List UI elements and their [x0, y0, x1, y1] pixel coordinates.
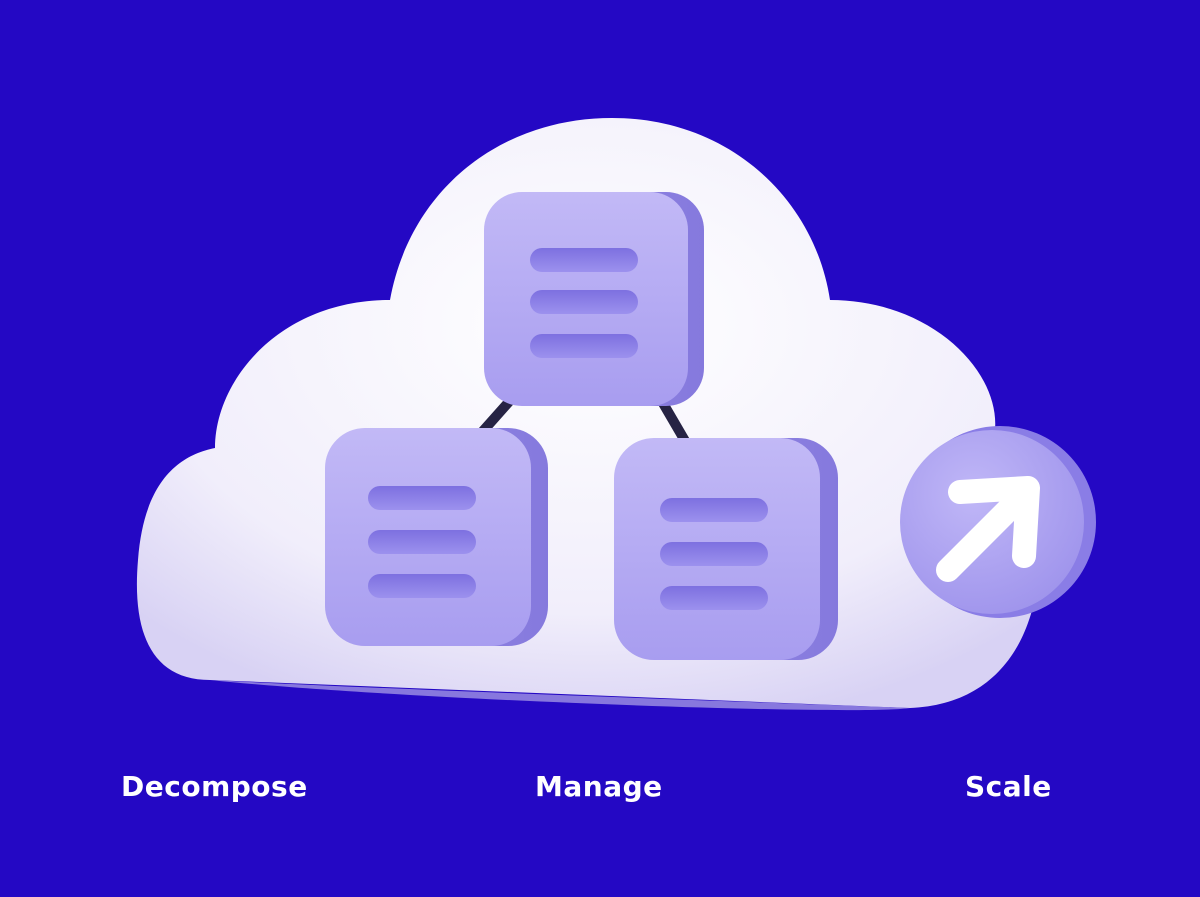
label-scale: Scale: [965, 770, 1052, 803]
server-node-icon: [614, 438, 838, 660]
label-manage: Manage: [535, 770, 663, 803]
label-decompose: Decompose: [121, 770, 308, 803]
server-node-icon: [484, 192, 704, 406]
server-node-icon: [325, 428, 548, 646]
arrow-up-right-icon: [900, 426, 1096, 618]
